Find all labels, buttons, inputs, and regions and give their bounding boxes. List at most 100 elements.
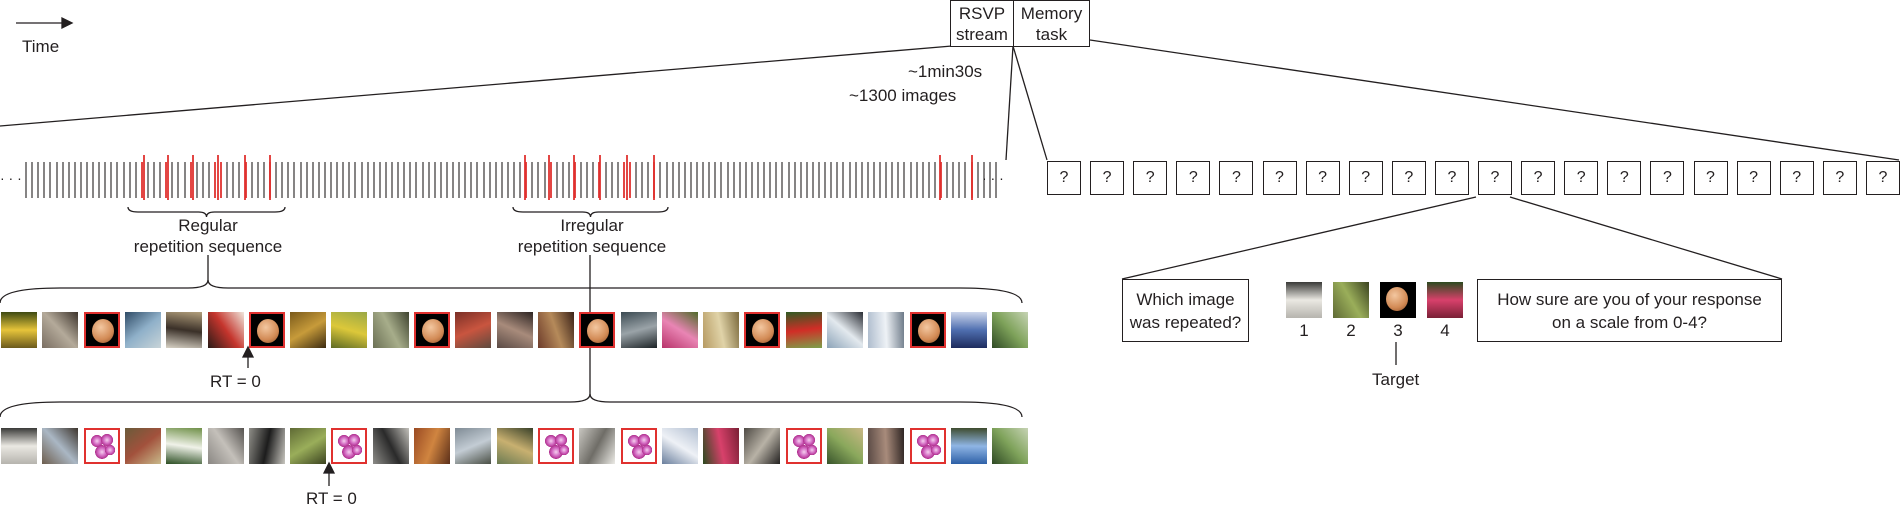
egg-shape	[91, 319, 114, 343]
question-box: ?	[1822, 161, 1857, 195]
egg-shape	[1386, 287, 1408, 311]
egg-shape	[422, 319, 444, 343]
irregular-row-target-image	[909, 428, 946, 464]
irregular-row-target-image	[785, 428, 822, 464]
question-box: ?	[1693, 161, 1728, 195]
irregular-row-image	[372, 428, 409, 464]
question-box: ?	[1305, 161, 1340, 195]
regular-sequence-label: Regular repetition sequence	[118, 215, 298, 257]
stream-image-count: ~1300 images	[849, 86, 957, 105]
answer-option-image-4	[1427, 282, 1463, 318]
irregular-row-image	[455, 428, 492, 464]
question-box: ?	[1521, 161, 1556, 195]
orchid-bloom	[929, 444, 942, 456]
irregular-row-image	[827, 428, 863, 464]
regular-row-target-image	[83, 312, 120, 348]
egg-shape	[917, 319, 940, 343]
question-box: ?	[1478, 161, 1512, 195]
irregular-row-target-image	[620, 428, 657, 464]
memory-zoom-line-left	[1012, 45, 1048, 161]
regular-row-image	[166, 312, 203, 348]
answer-option-image-1	[1286, 282, 1322, 318]
question-box: ?	[1736, 161, 1771, 195]
rt-label-regular: RT = 0	[210, 372, 261, 391]
rt-label-irregular: RT = 0	[306, 489, 357, 508]
irregular-row-image	[1, 428, 37, 464]
memory-zoom-line-right	[1089, 39, 1900, 161]
answer-option-label-4: 4	[1440, 321, 1450, 340]
regular-row-target-image	[579, 312, 616, 348]
irregular-row-image	[166, 428, 203, 464]
regular-label-line2: repetition sequence	[133, 237, 283, 256]
detail-zoom-right	[1509, 196, 1783, 280]
regular-row-image	[372, 312, 409, 348]
irregular-row-brace	[0, 393, 1023, 418]
regular-row-image	[992, 312, 1029, 348]
question-box: ?	[1607, 161, 1642, 195]
memory-task-box: Memory task	[1013, 0, 1090, 47]
orchid-bloom	[801, 433, 816, 447]
question-box: ?	[1133, 161, 1168, 195]
question-box: ?	[1047, 161, 1081, 195]
irregular-label-line2: repetition sequence	[517, 237, 667, 256]
regular-row-image	[290, 312, 327, 348]
irregular-row-image	[579, 428, 616, 464]
stream-ellipsis-right: · · ·	[982, 170, 1004, 186]
regular-row-image	[331, 312, 368, 348]
regular-row-image	[950, 312, 987, 348]
irregular-row-image	[248, 428, 285, 464]
orchid-bloom	[351, 444, 364, 456]
irregular-row-target-image	[537, 428, 574, 464]
orchid-bloom	[636, 433, 651, 447]
time-arrow-head	[61, 16, 74, 30]
target-label: Target	[1372, 370, 1420, 389]
irregular-row-target-image	[83, 428, 120, 464]
rsvp-zoom-line-right	[1005, 45, 1014, 161]
orchid-bloom	[557, 444, 570, 456]
question-box: ?	[1219, 161, 1254, 195]
answer-option-label-2: 2	[1346, 321, 1356, 340]
answer-option-image-3	[1380, 282, 1416, 318]
irregular-row-image	[868, 428, 905, 464]
irregular-row-image	[207, 428, 244, 464]
regular-row-image	[455, 312, 492, 348]
regular-row-target-image	[744, 312, 781, 348]
regular-row-target-image	[248, 312, 285, 348]
stream-duration: ~1min30s	[908, 62, 983, 81]
time-label: Time	[22, 37, 60, 56]
regular-row-image	[42, 312, 79, 348]
irregular-row-image	[496, 428, 533, 464]
regular-row-target-image	[414, 312, 450, 348]
orchid-bloom	[805, 444, 818, 456]
egg-shape	[256, 319, 279, 343]
rt-arrow-irregular-head	[322, 461, 336, 474]
memory-line1: Memory	[1020, 3, 1083, 23]
irregular-brace	[512, 206, 669, 218]
question-box: ?	[1650, 161, 1685, 195]
irregular-row-image	[661, 428, 698, 464]
irregular-row-image	[950, 428, 987, 464]
egg-shape	[752, 319, 775, 343]
irregular-row-image	[703, 428, 740, 464]
confidence-question-box: How sure are you of your response on a s…	[1477, 279, 1782, 342]
irregular-row-image	[414, 428, 450, 464]
question-box: ?	[1391, 161, 1426, 195]
rsvp-stream-box: RSVP stream	[950, 0, 1014, 47]
regular-row-image	[620, 312, 657, 348]
question-box: ?	[1348, 161, 1383, 195]
memory-line2: task	[1035, 24, 1068, 44]
stream-ellipsis-left: · · ·	[0, 170, 22, 186]
regular-row-brace	[0, 279, 1023, 304]
orchid-bloom	[99, 433, 114, 447]
rt-arrow-regular-head	[241, 345, 255, 358]
regular-row-image	[703, 312, 740, 348]
question-box: ?	[1779, 161, 1814, 195]
regular-row-image	[124, 312, 161, 348]
regular-row-image	[496, 312, 533, 348]
rsvp-line2: stream	[956, 24, 1008, 44]
regular-brace	[127, 206, 286, 218]
question-box: ?	[1176, 161, 1211, 195]
regular-label-line1: Regular	[178, 216, 238, 235]
